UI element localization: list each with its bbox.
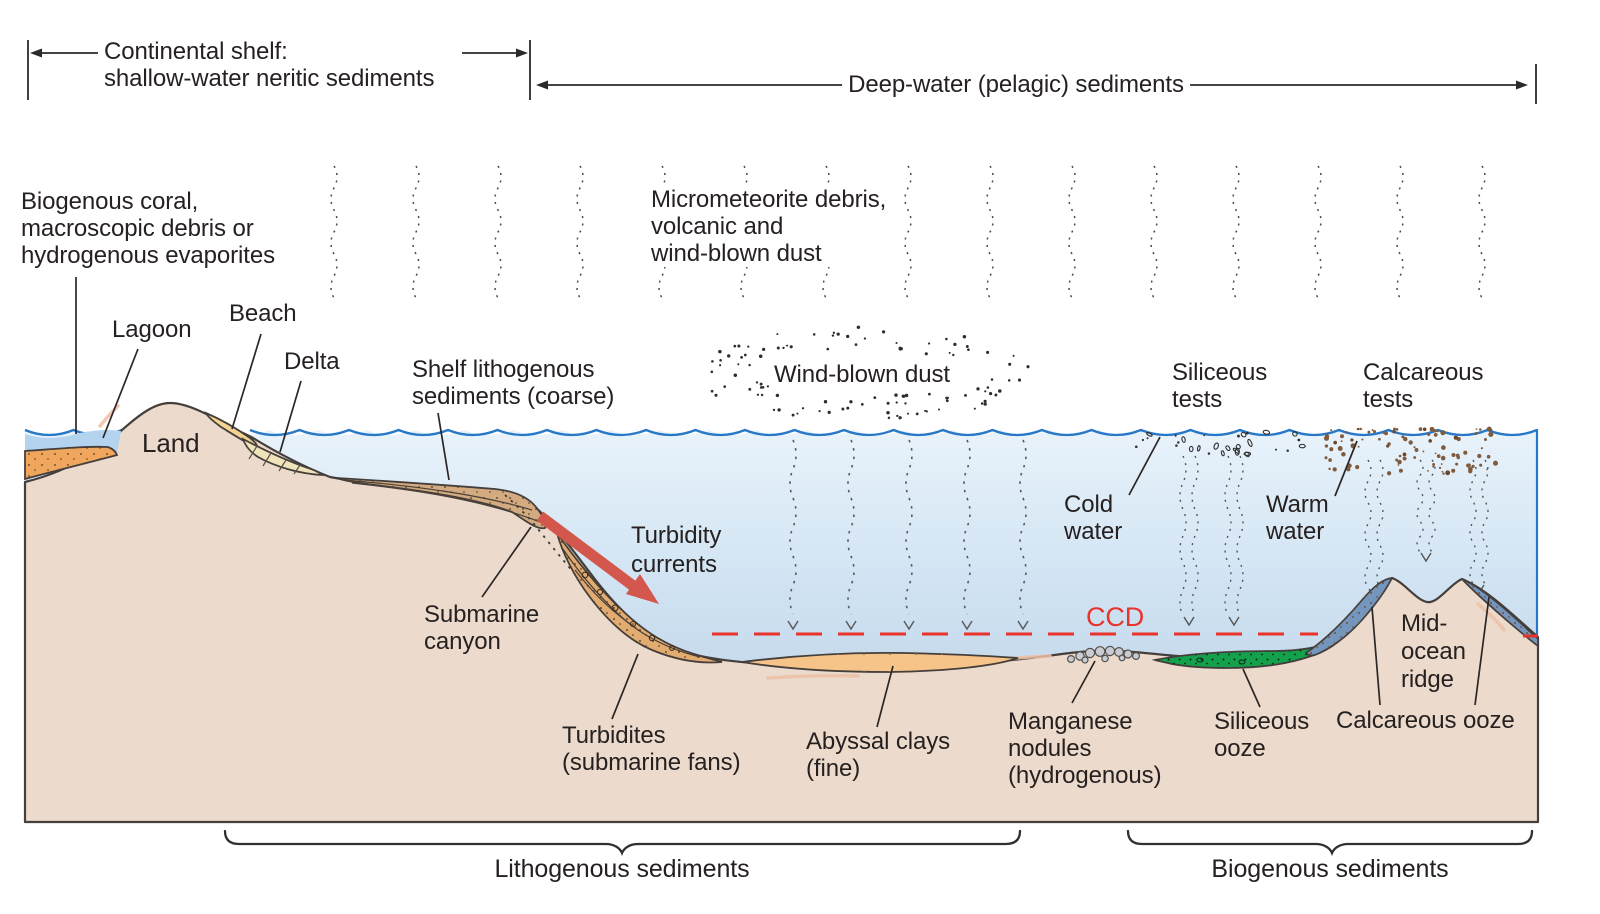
- label-calcareous-ooze: Calcareous ooze: [1336, 707, 1515, 734]
- label-delta: Delta: [284, 348, 340, 375]
- leader-beach: [231, 333, 262, 430]
- lithogenous-brace: [223, 829, 1022, 857]
- manganese-nodules: [1066, 645, 1140, 664]
- leader-lines: [75, 277, 1490, 728]
- label-turbidites: Turbidites (submarine fans): [562, 722, 741, 776]
- label-beach: Beach: [229, 300, 297, 327]
- label-land: Land: [142, 428, 200, 458]
- fan-clast-rings: [581, 571, 675, 651]
- leader-turbidites: [611, 653, 639, 720]
- label-siliceous-ooze: Siliceous ooze: [1214, 708, 1310, 762]
- airborne-dust-squiggles: [330, 165, 1486, 299]
- label-wind-blown-dust: Wind-blown dust: [774, 361, 950, 388]
- label-warm-water: Warm water: [1266, 491, 1329, 545]
- leader-siliceous-ooze: [1242, 668, 1261, 708]
- label-biogenous-coral: Biogenous coral, macroscopic debris or h…: [21, 188, 275, 269]
- leader-delta: [279, 380, 302, 453]
- label-lagoon: Lagoon: [112, 316, 192, 343]
- label-turbidity-currents: Turbidity currents: [631, 522, 722, 578]
- label-shelf-lithogenous: Shelf lithogenous sediments (coarse): [412, 356, 615, 410]
- leader-submarine-canyon: [481, 526, 532, 598]
- leader-calcareous-ooze-right: [1474, 596, 1490, 706]
- turbidity-current-arrow: [536, 511, 659, 604]
- shelf-deposit-layer-lines: [343, 479, 541, 523]
- group-braces: [223, 829, 1534, 857]
- calcareous-ooze-right-stipple: [1462, 579, 1538, 646]
- sea-surface-wave: [249, 428, 1538, 437]
- label-submarine-canyon: Submarine canyon: [424, 601, 540, 655]
- leader-lagoon: [102, 348, 139, 439]
- label-calcareous-tests: Calcareous tests: [1363, 359, 1484, 413]
- shelf-deposit-stipple: [337, 478, 546, 529]
- label-biogenous-sediments: Biogenous sediments: [1211, 855, 1449, 883]
- leader-calcareous-ooze-left: [1371, 606, 1381, 706]
- leader-cold-water: [1128, 436, 1161, 496]
- leader-manganese-nodules: [1071, 660, 1096, 704]
- fan-stipple: [557, 533, 722, 663]
- fan-layer-lines: [562, 548, 701, 658]
- abyssal-clay-stipple: [742, 652, 1018, 672]
- zone-label-deep-water: Deep-water (pelagic) sediments: [842, 71, 1190, 98]
- submarine-canyon-dotted-line: [504, 494, 632, 631]
- terrain-highlight-strokes: [98, 404, 1506, 680]
- leader-abyssal-clays: [876, 665, 894, 728]
- leader-shelf-sediments: [437, 412, 450, 481]
- label-manganese-nodules: Manganese nodules (hydrogenous): [1008, 708, 1162, 789]
- label-lithogenous-sediments: Lithogenous sediments: [494, 855, 750, 883]
- plankton-test-particles: [1134, 426, 1499, 476]
- biogenous-brace: [1126, 829, 1534, 857]
- delta-foreset-lines: [248, 445, 301, 475]
- label-cold-water: Cold water: [1064, 491, 1123, 545]
- label-mid-ocean-ridge: Mid- ocean ridge: [1401, 610, 1466, 693]
- label-siliceous-tests: Siliceous tests: [1172, 359, 1268, 413]
- siliceous-ooze-stipple: [1155, 641, 1338, 668]
- leader-warm-water: [1334, 440, 1358, 497]
- wind-blown-dust-cloud: [710, 325, 1030, 420]
- label-micrometeorite-debris: Micrometeorite debris, volcanic and wind…: [645, 186, 893, 267]
- lagoon-deposit-stipple: [25, 446, 117, 479]
- zone-label-continental-shelf: Continental shelf: shallow-water neritic…: [104, 38, 435, 92]
- calcareous-ooze-left-stipple: [1306, 578, 1392, 656]
- label-abyssal-clays: Abyssal clays (fine): [806, 728, 951, 782]
- siliceous-ooze-rings: [1196, 657, 1246, 665]
- label-ccd: CCD: [1086, 602, 1145, 632]
